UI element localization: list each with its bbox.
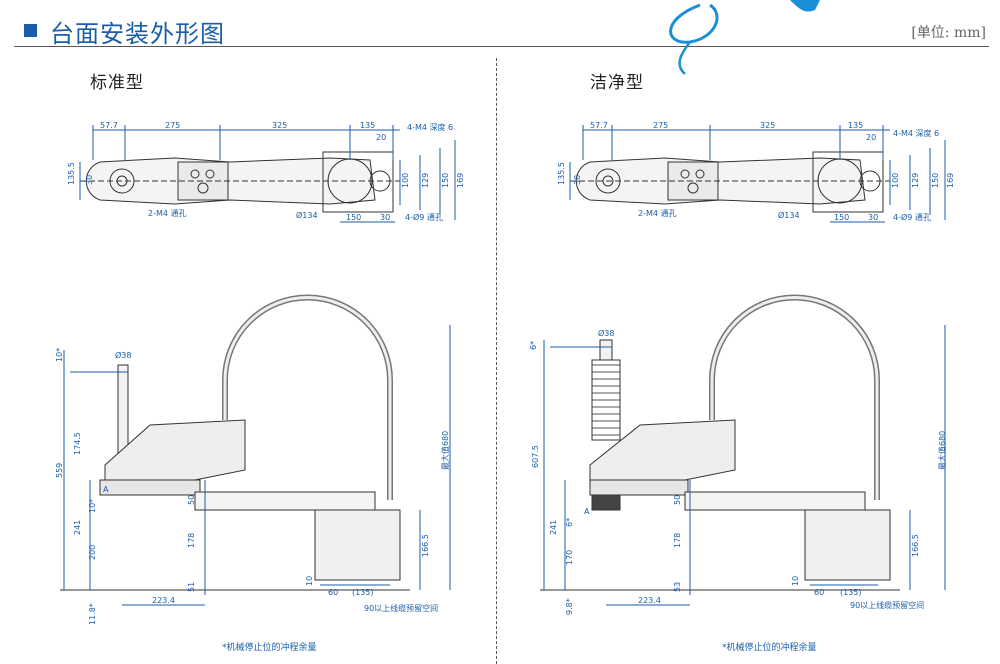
std-side-dim-200: 200 <box>88 545 97 560</box>
cln-top-dim-57-7: 57.7 <box>590 121 608 130</box>
cln-mid-dim-178: 178 <box>673 533 682 548</box>
cln-mid-dim-53: 53 <box>673 582 682 592</box>
cln-cable-note: 90以上线缆预留空间 <box>850 600 924 610</box>
std-right-dim-10: 10 <box>305 576 314 586</box>
cln-bottom-dim-223-4: 223.4 <box>638 596 661 605</box>
cln-bottom-dim-150: 150 <box>834 213 849 222</box>
std-side-dim-10: 10* <box>55 348 64 362</box>
std-right-dim-60: 60 <box>328 588 338 597</box>
std-side-dim-241: 241 <box>73 520 82 535</box>
std-left-dim-135-5: 135.5 <box>67 162 76 185</box>
std-arm-max: 最大值680 <box>440 431 450 470</box>
cln-right-dim-169: 169 <box>946 173 955 188</box>
std-bottom-dim-30: 30 <box>380 213 390 222</box>
std-top-dim-275: 275 <box>165 121 180 130</box>
std-bottom-dim-134: Ø134 <box>296 210 318 220</box>
std-mid-dim-51: 51 <box>187 582 196 592</box>
std-bottom-dim-223-4: 223.4 <box>152 596 175 605</box>
cln-bottom-dim-30: 30 <box>868 213 878 222</box>
cln-right-dim-129: 129 <box>911 173 920 188</box>
std-right-dim-169: 169 <box>456 173 465 188</box>
title-bullet-icon <box>24 24 37 37</box>
brand-swirl-logo <box>669 0 820 75</box>
std-left-dim-30: 30 <box>85 175 94 185</box>
cln-right-dim-100: 100 <box>891 173 900 188</box>
std-right-dim-135: (135) <box>352 588 374 597</box>
cln-hole-label: 2-M4 通孔 <box>638 208 677 218</box>
cln-left-dim-30: 30 <box>573 175 582 185</box>
std-side-dim-11-8: 11.8* <box>88 603 97 625</box>
cln-right-dim-60: 60 <box>814 588 824 597</box>
cln-side-dim-607-5: 607.5 <box>531 445 540 468</box>
cln-shaft-dia: Ø38 <box>598 328 614 338</box>
cln-mount-label: 4-Ø9 通孔 <box>893 212 931 222</box>
clean-footnote: *机械停止位的冲程余量 <box>722 643 817 653</box>
std-top-dim-135: 135 <box>360 121 375 130</box>
std-mid-dim-178: 178 <box>187 533 196 548</box>
cln-arm-max: 最大值680 <box>937 431 947 470</box>
standard-type-label: 标准型 <box>90 73 144 93</box>
page-header: 台面安装外形图 [单位: mm] <box>0 0 1000 48</box>
std-side-dim-174-5: 174.5 <box>73 432 82 455</box>
standard-footnote: *机械停止位的冲程余量 <box>222 643 317 653</box>
cln-side-dim-9-8: 9.8* <box>565 598 574 615</box>
header-rule <box>14 46 989 47</box>
std-right-dim-129: 129 <box>421 173 430 188</box>
std-shaft-dia: Ø38 <box>115 350 131 360</box>
cln-bottom-dim-134: Ø134 <box>778 210 800 220</box>
std-bottom-dim-150: 150 <box>346 213 361 222</box>
cln-left-dim-135-5: 135.5 <box>557 162 566 185</box>
std-mid-dim-50: 50 <box>187 495 196 505</box>
cln-right-dim-150: 150 <box>931 173 940 188</box>
std-side-dim-559: 559 <box>55 463 64 478</box>
cln-side-dim-6: 6* <box>529 341 538 350</box>
cln-right-dim-166-5: 166.5 <box>911 534 920 557</box>
unit-label: [单位: mm] <box>911 25 986 41</box>
cln-top-dim-20: 20 <box>866 133 876 142</box>
std-top-dim-57-7: 57.7 <box>100 121 118 130</box>
cln-side-dim-241: 241 <box>549 520 558 535</box>
std-right-dim-166-5: 166.5 <box>421 534 430 557</box>
section-divider <box>496 58 497 664</box>
cln-section-a: A <box>584 507 590 516</box>
cln-tap-label: 4-M4 深度 6 <box>893 128 939 138</box>
clean-type-label: 洁净型 <box>590 73 644 93</box>
cln-mid-dim-6: 6* <box>565 518 574 527</box>
cln-right-dim-10: 10 <box>791 576 800 586</box>
std-top-dim-20: 20 <box>376 133 386 142</box>
std-cable-note: 90以上线缆预留空间 <box>364 603 438 613</box>
std-section-a: A <box>103 485 109 494</box>
std-top-dim-325: 325 <box>272 121 287 130</box>
page-title: 台面安装外形图 <box>50 20 225 48</box>
cln-side-dim-170: 170 <box>565 550 574 565</box>
std-mid-dim-10: 10* <box>88 499 97 513</box>
cln-top-dim-135: 135 <box>848 121 863 130</box>
cln-mid-dim-50: 50 <box>673 495 682 505</box>
std-right-dim-150: 150 <box>441 173 450 188</box>
std-right-dim-100: 100 <box>401 173 410 188</box>
std-hole-label: 2-M4 通孔 <box>148 208 187 218</box>
cln-top-dim-325: 325 <box>760 121 775 130</box>
cln-right-dim-135: (135) <box>840 588 862 597</box>
std-mount-label: 4-Ø9 通孔 <box>405 212 443 222</box>
cln-top-dim-275: 275 <box>653 121 668 130</box>
std-tap-label: 4-M4 深度 6 <box>407 122 453 132</box>
